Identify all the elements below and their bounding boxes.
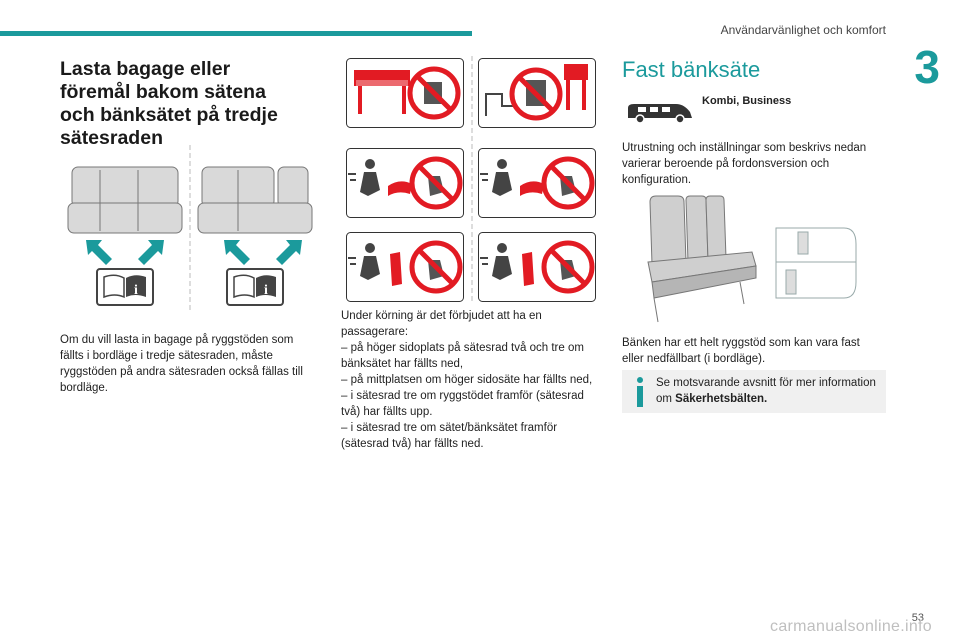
info-text-main: Se motsvarande avsnitt för mer informati… <box>656 377 876 405</box>
body-equipment: Utrustning och inställningar som beskriv… <box>622 142 867 186</box>
chapter-number: 3 <box>914 41 940 93</box>
van-icon <box>628 104 692 124</box>
page-number: 53 <box>911 612 924 624</box>
prohibition-divider <box>471 56 473 301</box>
no-passenger-icon <box>478 148 596 218</box>
section-title: Användarvänlighet och komfort <box>720 23 886 37</box>
seat-illustration-left: i i <box>67 145 313 310</box>
info-icon <box>637 377 643 407</box>
svg-text:i: i <box>264 283 268 298</box>
body-luggage: Om du vill lasta in bagage på ryggstöden… <box>60 334 303 394</box>
svg-text:i: i <box>134 283 138 298</box>
prohibited-intro: Under körning är det förbjudet att ha en… <box>341 310 542 338</box>
book-info-icon: i <box>226 268 284 306</box>
body-prohibited-seating: Under körning är det förbjudet att ha en… <box>341 308 603 452</box>
van-top-view-icon <box>775 227 857 299</box>
no-passenger-icon <box>346 58 464 128</box>
seat-row-folded-icon <box>197 166 313 234</box>
bench-seat-illustration <box>647 195 857 323</box>
prohibited-item-4: – i sätesrad tre om sätet/bänksätet fram… <box>341 422 558 450</box>
info-text: Se motsvarande avsnitt för mer informati… <box>656 375 886 407</box>
no-passenger-icon <box>478 232 596 302</box>
section-heading-bench: Fast bänksäte <box>622 57 761 82</box>
van-version-label: Kombi, Business <box>702 95 792 107</box>
info-link-seatbelts[interactable]: Säkerhetsbälten. <box>675 393 768 405</box>
no-passenger-icon <box>346 232 464 302</box>
book-info-icon: i <box>96 268 154 306</box>
prohibited-item-1: – på höger sidoplats på sätesrad två och… <box>341 342 584 370</box>
info-box: Se motsvarande avsnitt för mer informati… <box>622 370 886 413</box>
header-accent-bar <box>0 31 472 36</box>
watermark: carmanualsonline.info <box>770 618 932 635</box>
no-passenger-icon <box>478 58 596 128</box>
prohibited-item-3: – i sätesrad tre om ryggstödet framför (… <box>341 390 584 418</box>
prohibited-item-2: – på mittplatsen om höger sidosäte har f… <box>341 374 593 386</box>
seat-row-icon <box>67 166 183 234</box>
body-bench-description: Bänken har ett helt ryggstöd som kan var… <box>622 337 860 365</box>
arrow-up-icon <box>86 240 302 265</box>
section-heading-luggage: Lasta bagage eller föremål bakom sätena … <box>60 58 278 149</box>
no-passenger-icon <box>346 148 464 218</box>
